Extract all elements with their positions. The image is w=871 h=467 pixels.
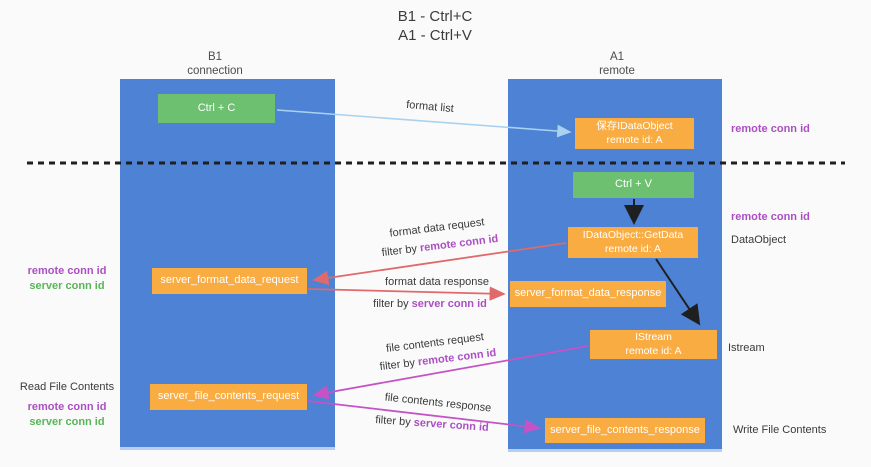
write-file-contents-label: Write File Contents (733, 424, 827, 436)
ctrl-c-node: Ctrl + C (158, 94, 275, 123)
ctrl-v-node: Ctrl + V (573, 172, 694, 198)
ctrl-c-label: Ctrl + C (197, 101, 236, 114)
read-file-contents-label: Read File Contents (19, 381, 115, 393)
server-file-contents-request-label: server_file_contents_request (157, 390, 300, 403)
diagram-title: B1 - Ctrl+C A1 - Ctrl+V (295, 7, 575, 45)
filter-by-text: filter by (381, 242, 421, 260)
title-line-a1: A1 - Ctrl+V (398, 27, 472, 44)
saved-idataobject-node: 保存IDataObject remote id: A (575, 118, 694, 149)
title-line-b1: B1 - Ctrl+C (397, 8, 473, 25)
remote-conn-id-label-left: remote conn id (27, 265, 107, 277)
lane-a1-role: remote (599, 65, 635, 77)
format-data-response-arrow (307, 286, 506, 301)
server-format-data-response-node: server_format_data_response (510, 281, 666, 307)
filter-by-server-conn-id-label-2: filter by server conn id (347, 412, 517, 436)
saved-idataobject-title: 保存IDataObject (596, 120, 673, 132)
istream-title: IStream (635, 331, 672, 343)
filter-by-text: filter by (379, 356, 419, 374)
getdata-title: IDataObject::GetData (582, 229, 684, 241)
format-data-response-label: format data response (385, 276, 489, 288)
ctrl-v-label: Ctrl + V (615, 178, 652, 191)
conn-id-pair-bottom: remote conn id server conn id (12, 400, 122, 430)
saved-idataobject-remote-id: remote id: A (606, 133, 663, 146)
server-file-contents-response-node: server_file_contents_response (545, 418, 705, 443)
istream-side-label: Istream (728, 342, 765, 354)
server-file-contents-response-label: server_file_contents_response (550, 423, 700, 436)
server-format-data-response-label: server_format_data_response (514, 287, 662, 300)
lane-b1-name: B1 (207, 51, 223, 63)
remote-conn-id-label-left2: remote conn id (27, 401, 107, 413)
lane-b1-role: connection (187, 65, 243, 77)
server-conn-id-label-left: server conn id (29, 280, 105, 292)
idataobject-getdata-node: IDataObject::GetData remote id: A (568, 227, 698, 258)
format-list-label: format list (405, 98, 455, 116)
lane-header-a1: A1 remote (557, 50, 677, 78)
filter-by-text: filter by (374, 414, 415, 429)
server-conn-id-filter-2: server conn id (413, 416, 490, 434)
filter-by-server-conn-id-label-1: filter by server conn id (345, 298, 515, 310)
lane-header-b1: B1 connection (155, 50, 275, 78)
istream-remote-id: remote id: A (625, 344, 682, 357)
remote-conn-id-label-mid: remote conn id (731, 211, 810, 223)
getdata-remote-id: remote id: A (604, 242, 662, 255)
server-conn-id-filter-1: server conn id (411, 298, 487, 310)
conn-id-pair-top: remote conn id server conn id (12, 264, 122, 294)
dataobject-label: DataObject (731, 234, 787, 246)
server-format-data-request-node: server_format_data_request (152, 268, 307, 294)
remote-conn-id-filter-2: remote conn id (417, 346, 497, 369)
server-format-data-request-label: server_format_data_request (160, 274, 299, 287)
remote-conn-id-label-top: remote conn id (731, 123, 810, 135)
lane-a1-name: A1 (609, 51, 625, 63)
istream-node: IStream remote id: A (590, 330, 717, 359)
server-file-contents-request-node: server_file_contents_request (150, 384, 307, 410)
filter-by-text: filter by (373, 298, 412, 310)
server-conn-id-label-left2: server conn id (29, 416, 105, 428)
remote-conn-id-filter-1: remote conn id (419, 232, 499, 255)
